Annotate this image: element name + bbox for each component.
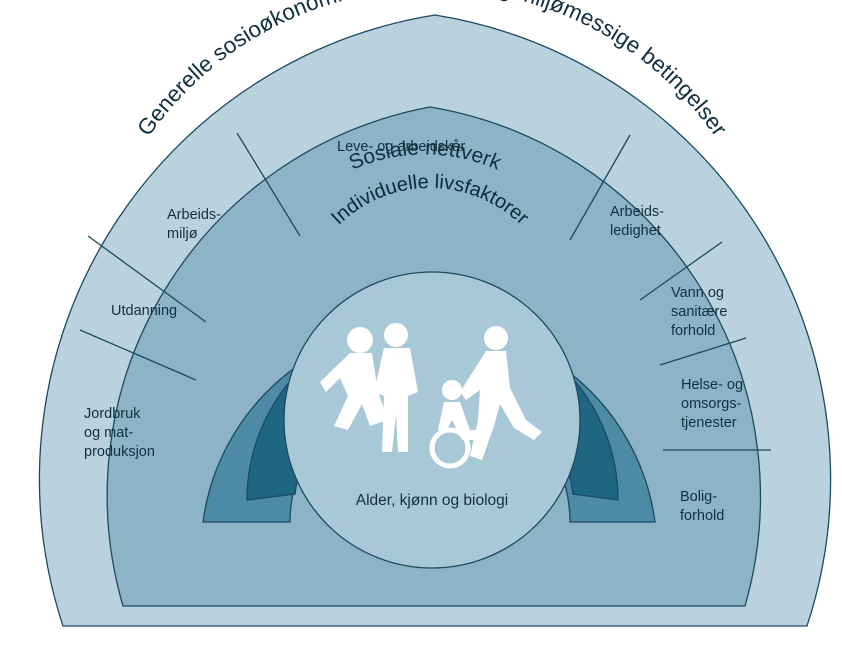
center-circle [283, 271, 581, 569]
segment-label-boligforhold: Bolig- forhold [680, 489, 724, 524]
segment-label-utdanning: Utdanning [111, 303, 177, 319]
people-silhouettes-icon [320, 323, 542, 469]
segment-label-leve-og-arbeidskar: Leve- og arbeidskår [337, 139, 465, 155]
segment-dividers [79, 132, 771, 451]
segment-label-arbeidsmiljo: Arbeids- miljø [167, 207, 225, 242]
center-label: Alder, kjønn og biologi [356, 492, 509, 509]
segment-label-helse-og-omsorg: Helse- og omsorgs- tjenester [681, 377, 747, 431]
segment-label-vann-og-sanitaere: Vann og sanitære forhold [671, 285, 731, 339]
segment-label-jordbruk: Jordbruk og mat- produksjon [84, 406, 155, 460]
segment-label-arbeidsledighet: Arbeids- ledighet [610, 204, 668, 239]
